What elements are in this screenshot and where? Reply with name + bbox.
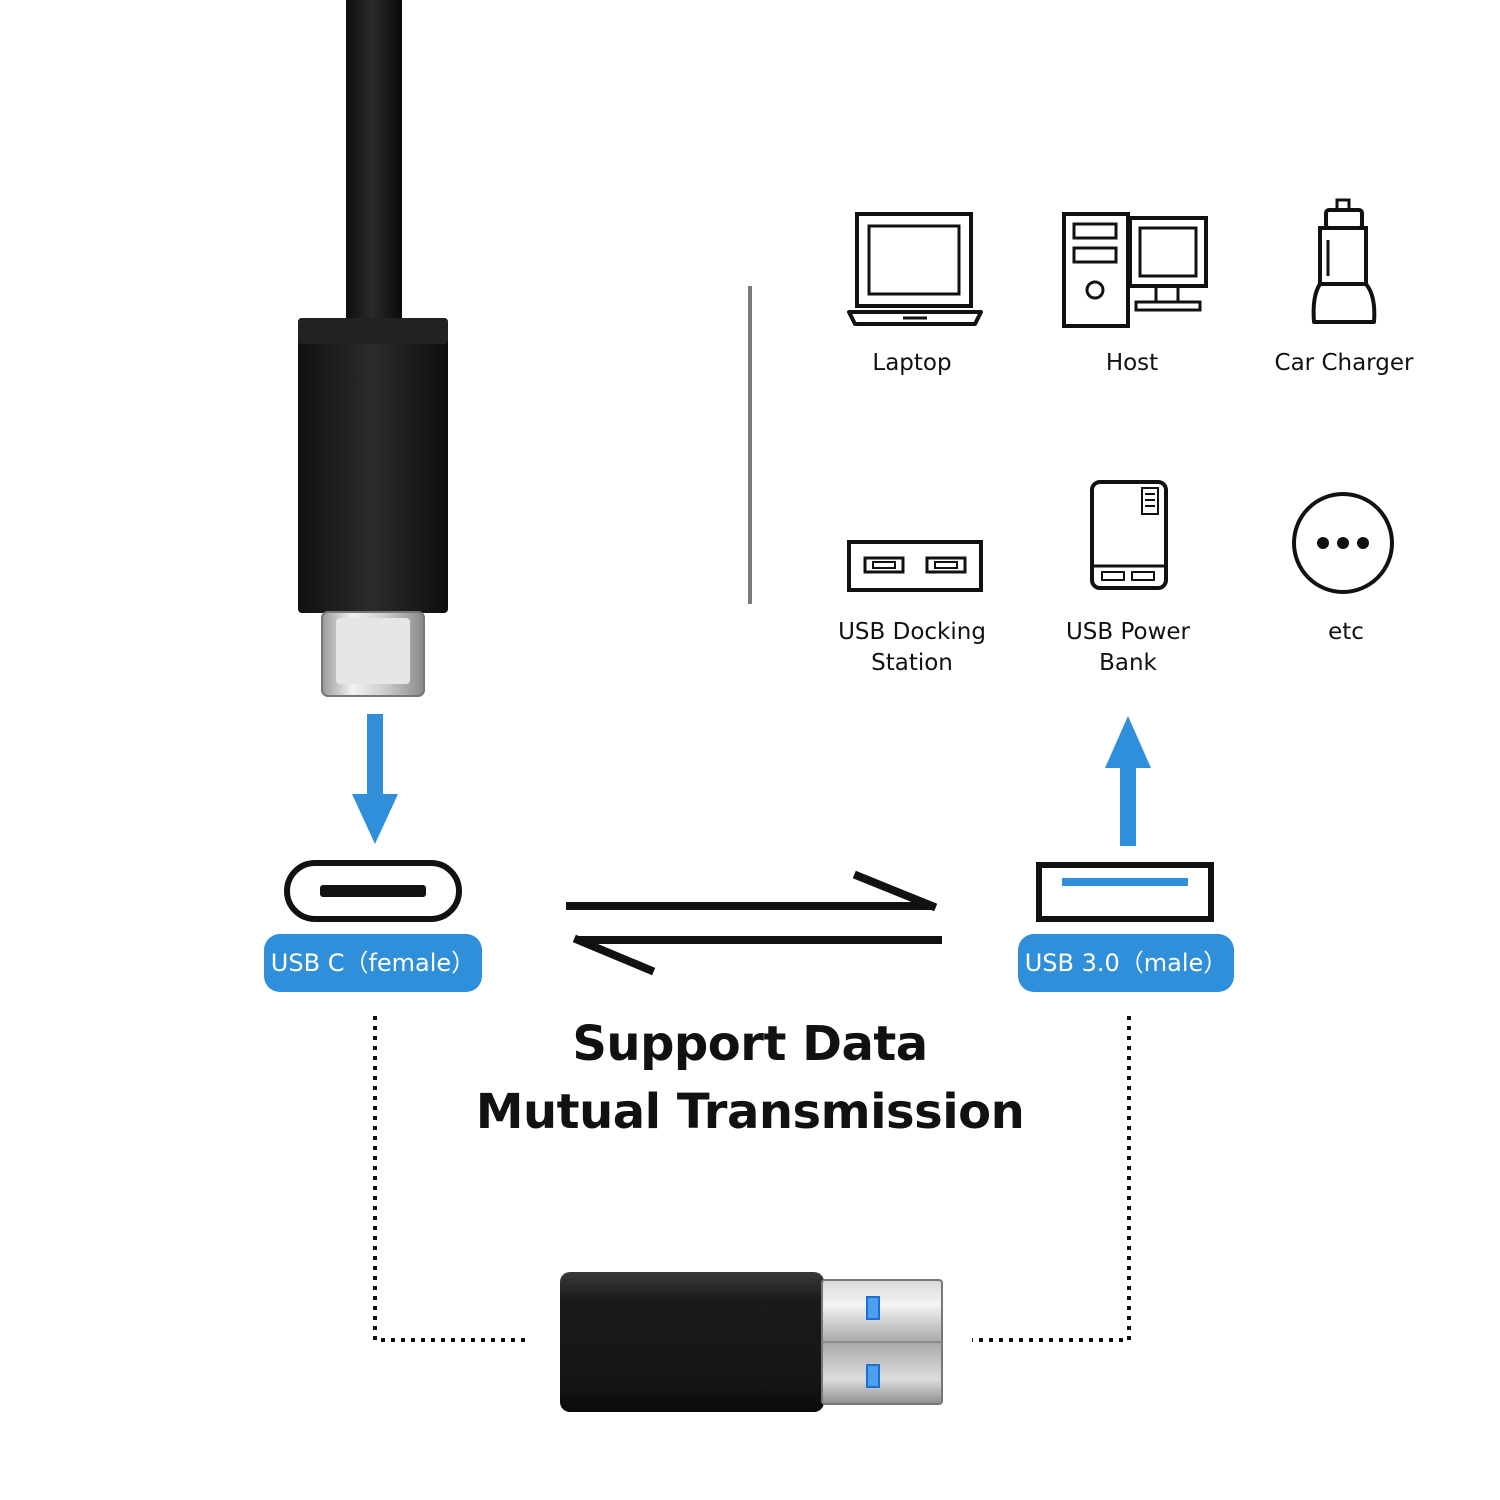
usb-docking-station-label: USB Docking Station xyxy=(802,617,1022,679)
host-computer-icon xyxy=(1062,212,1208,328)
etc-label: etc xyxy=(1328,619,1364,645)
dotted-connector-lines xyxy=(373,1016,1131,1342)
usb-3-male-badge: USB 3.0（male） xyxy=(1018,934,1234,992)
laptop-icon xyxy=(847,212,983,326)
usb-power-bank-label: USB Power Bank xyxy=(1018,617,1238,679)
arrow-down-icon xyxy=(352,714,398,844)
car-charger-icon xyxy=(1311,198,1377,324)
arrow-up-icon xyxy=(1105,716,1151,846)
bidirectional-transfer-icon xyxy=(566,870,942,976)
more-ellipsis-icon xyxy=(1292,492,1394,594)
divider-line xyxy=(748,286,752,604)
headline-line2: Mutual Transmission xyxy=(475,1084,1025,1140)
usb-c-port-icon xyxy=(284,860,462,922)
usb-a-port-icon xyxy=(1036,862,1214,922)
usb-c-cable-image xyxy=(298,0,448,697)
power-bank-label-line1: USB Power xyxy=(1065,619,1191,645)
docking-label-line1: USB Docking xyxy=(838,619,986,645)
host-label: Host xyxy=(1105,350,1159,376)
laptop-label: Laptop xyxy=(872,350,952,376)
usb-adapter-image xyxy=(560,1272,943,1412)
usb-c-female-badge: USB C（female） xyxy=(264,934,482,992)
headline-line1: Support Data xyxy=(572,1016,928,1072)
usb-docking-station-icon xyxy=(847,540,983,592)
docking-label-line2: Station xyxy=(871,650,953,676)
power-bank-label-line2: Bank xyxy=(1099,650,1157,676)
car-charger-label: Car Charger xyxy=(1274,350,1414,376)
usb-power-bank-icon xyxy=(1090,480,1168,590)
